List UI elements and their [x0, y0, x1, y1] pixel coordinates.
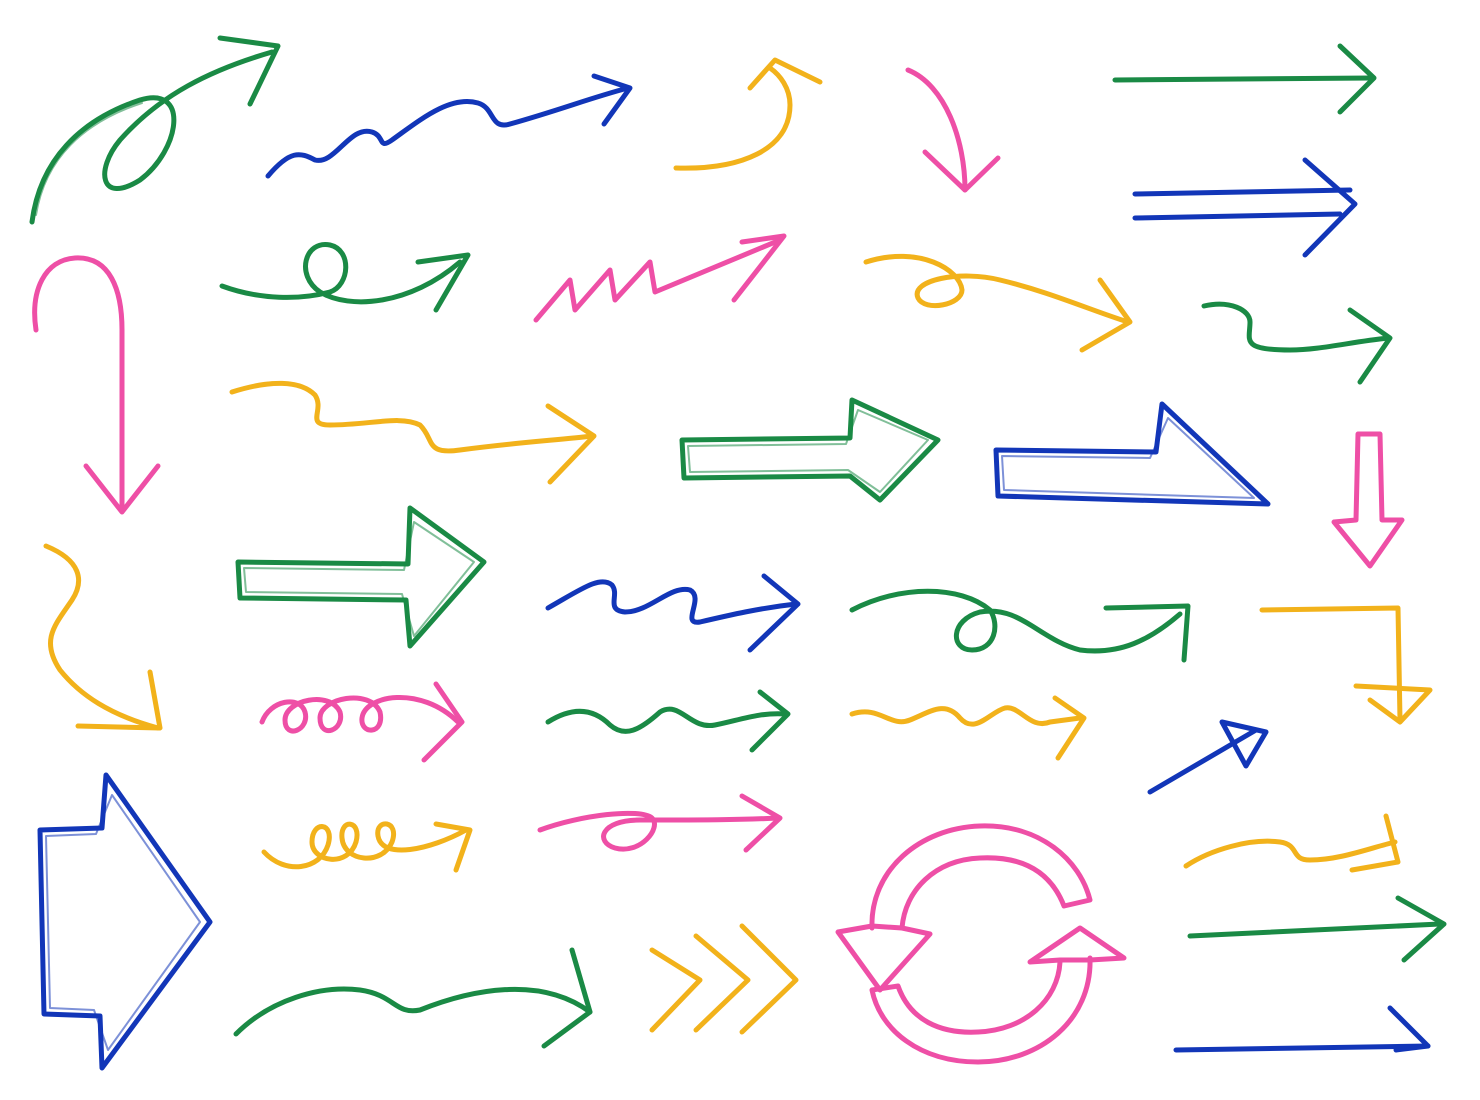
long-straight-arrow-icon — [1112, 43, 1377, 115]
diagonal-arrow-icon — [1147, 719, 1269, 795]
zigzag-arrow-icon — [533, 233, 787, 323]
loop-arrow-icon — [219, 242, 471, 313]
curly-loops-arrow-icon — [259, 681, 465, 763]
elbow-down-arrow-icon — [1259, 605, 1433, 725]
chevron-arrows-icon — [649, 923, 799, 1035]
curly-loops-arrow-2-icon — [261, 821, 473, 873]
swoosh-arrow-icon — [233, 947, 593, 1049]
block-arrow-outline-icon — [679, 397, 941, 503]
wave-hook-arrow-icon — [1183, 813, 1401, 873]
big-block-arrow-outline-icon — [37, 772, 213, 1071]
straight-arrow-icon — [1187, 895, 1447, 963]
tight-wave-arrow-icon — [849, 695, 1087, 761]
wavy-arrow-icon — [265, 73, 633, 179]
squiggle-arrow-icon — [1201, 301, 1393, 385]
loop-curve-arrow-icon — [29, 35, 281, 225]
hook-curve-arrow-icon — [673, 57, 823, 171]
squiggle-line-arrow-icon — [229, 380, 597, 485]
circular-refresh-arrows-icon — [835, 823, 1127, 1065]
zigzag-wave-arrow-icon — [545, 573, 801, 653]
double-line-arrow-icon — [1132, 157, 1358, 258]
u-turn-down-arrow-icon — [32, 255, 161, 515]
half-block-arrow-icon — [993, 401, 1271, 507]
loop-wave-arrow-icon — [849, 588, 1191, 663]
elbow-up-arrow-icon — [1173, 1005, 1431, 1053]
wavy-line-arrow-icon — [545, 689, 791, 753]
loop-swoosh-arrow-icon — [863, 253, 1133, 353]
small-block-down-arrow-icon — [1331, 431, 1405, 569]
loop-straight-arrow-icon — [537, 793, 783, 853]
s-curve-down-arrow-icon — [43, 543, 163, 731]
block-arrow-outline-large-icon — [235, 505, 487, 649]
curve-down-arrow-icon — [905, 67, 1001, 193]
